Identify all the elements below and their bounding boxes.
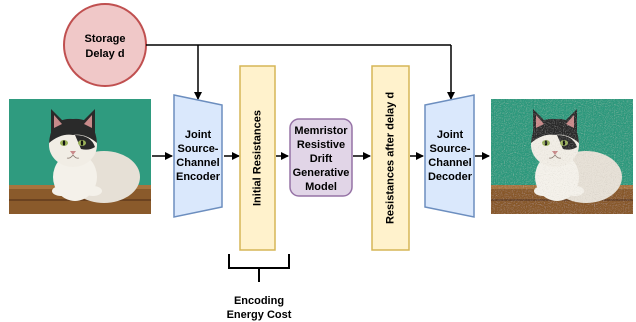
decoder-label-line1: Joint: [437, 129, 464, 141]
energy-cost-label-line1: Encoding: [234, 295, 284, 307]
encoder-label-line3: Channel: [176, 157, 219, 169]
model-label-line2: Resistive: [297, 139, 345, 151]
initial-resistances-block: [239, 65, 276, 251]
storage-label-line1: Storage: [85, 33, 126, 45]
encoder-block: [173, 94, 223, 218]
resistances-after-label: Resistances after delay d: [385, 92, 397, 224]
model-label-line3: Drift: [310, 153, 333, 165]
model-label-line4: Generative: [293, 167, 350, 179]
input-image: [9, 99, 151, 214]
storage-delay-node: [63, 3, 147, 87]
resistances-after-block: [371, 65, 410, 251]
memristor-model-block: [289, 118, 353, 197]
encoder-label-line2: Source-: [178, 143, 219, 155]
output-image: [491, 99, 633, 214]
decoder-label-line4: Decoder: [428, 171, 473, 183]
encoder-label-line4: Encoder: [176, 171, 221, 183]
decoder-block: [424, 94, 475, 218]
energy-cost-label-line2: Energy Cost: [227, 309, 292, 321]
decoder-label-line2: Source-: [430, 143, 471, 155]
decoder-label-line3: Channel: [428, 157, 471, 169]
model-label-line5: Model: [305, 181, 337, 193]
energy-cost-bracket: [228, 254, 290, 282]
model-label-line1: Memristor: [294, 125, 348, 137]
storage-label-line2: Delay d: [85, 48, 124, 60]
encoder-label-line1: Joint: [185, 129, 212, 141]
initial-resistances-label: Initial Resistances: [252, 110, 264, 206]
connectors: [146, 44, 490, 160]
